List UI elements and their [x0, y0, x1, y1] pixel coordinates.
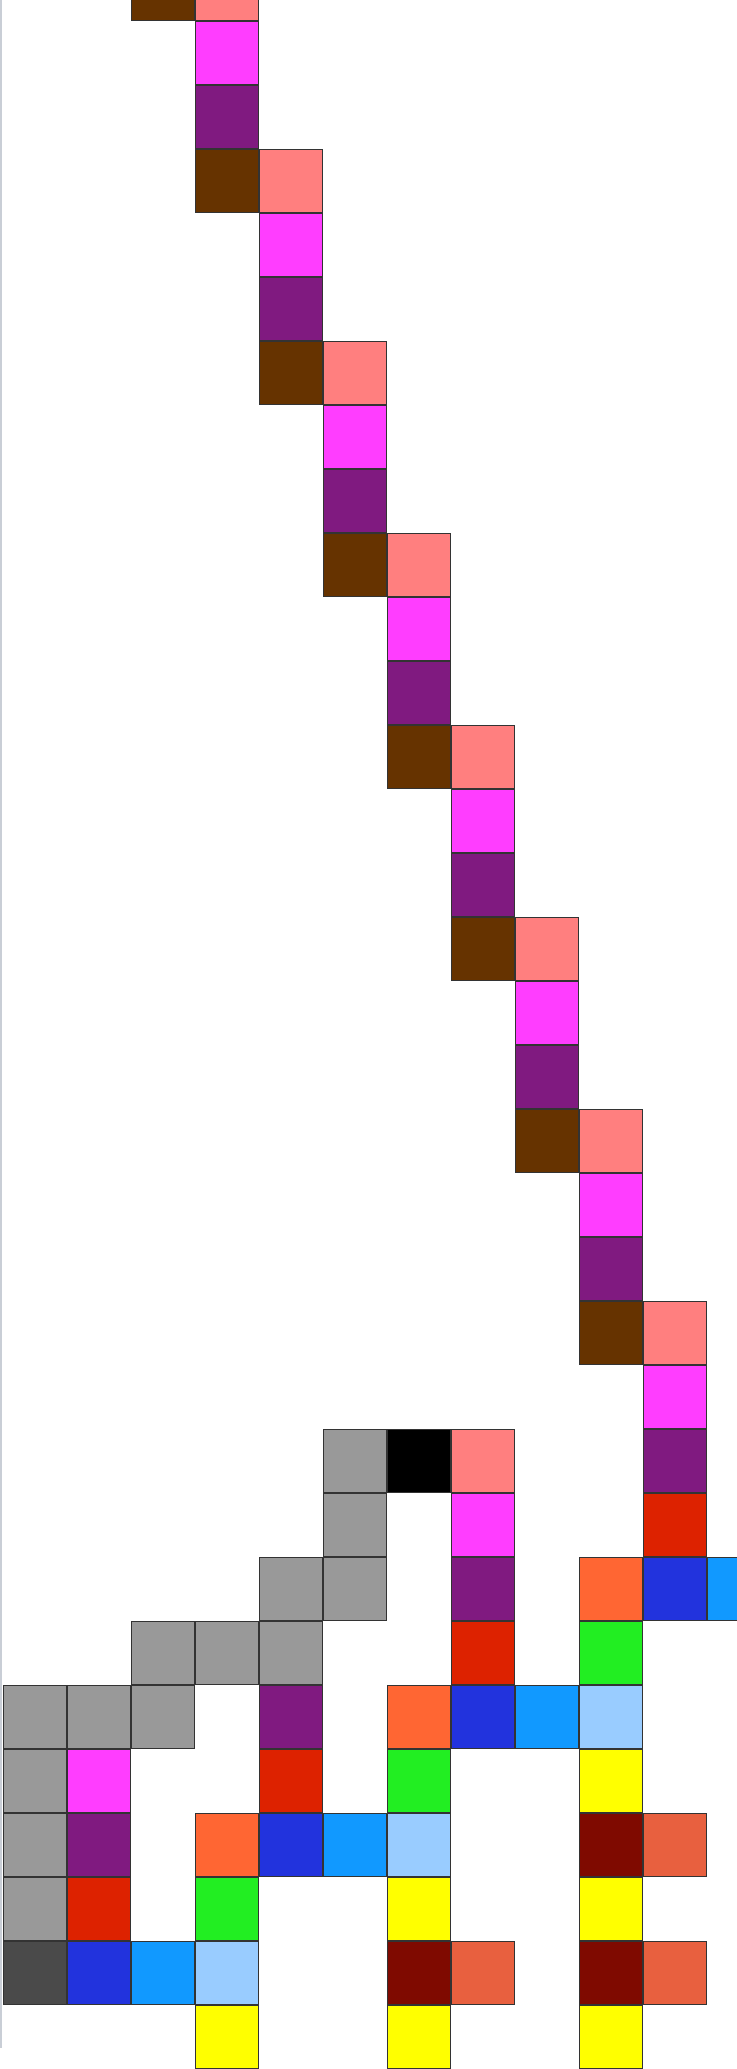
tile-magenta [259, 213, 323, 277]
tile-magenta [579, 1173, 643, 1237]
tile-gray [259, 1621, 323, 1685]
tile-brown [131, 0, 195, 21]
tile-skyblue [131, 1941, 195, 2005]
tile-brown [323, 533, 387, 597]
tile-gray [323, 1557, 387, 1621]
tile-red [643, 1493, 707, 1557]
tile-pink [451, 1429, 515, 1493]
tile-magenta [515, 981, 579, 1045]
tile-magenta [451, 789, 515, 853]
tile-red [259, 1749, 323, 1813]
tile-pink [259, 149, 323, 213]
tile-pink [643, 1301, 707, 1365]
tile-magenta [195, 21, 259, 85]
tile-green [387, 1749, 451, 1813]
tile-purple [259, 1685, 323, 1749]
tile-blue [259, 1813, 323, 1877]
tile-charcoal [3, 1941, 67, 2005]
tile-green [195, 1877, 259, 1941]
tile-black [387, 1429, 451, 1493]
tile-pink [387, 533, 451, 597]
tile-orange [579, 1557, 643, 1621]
tile-brown [579, 1301, 643, 1365]
tile-brown [387, 725, 451, 789]
tile-red [451, 1621, 515, 1685]
tile-maroon [579, 1941, 643, 2005]
tile-purple [259, 277, 323, 341]
tile-green [579, 1621, 643, 1685]
tile-purple [67, 1813, 131, 1877]
tile-salmon [451, 1941, 515, 2005]
tile-brown [451, 917, 515, 981]
tile-gray [3, 1685, 67, 1749]
tile-purple [195, 85, 259, 149]
tile-magenta [451, 1493, 515, 1557]
tile-magenta [323, 405, 387, 469]
tile-lightblue [195, 1941, 259, 2005]
tile-pink [323, 341, 387, 405]
tile-yellow [579, 1749, 643, 1813]
tile-blue [451, 1685, 515, 1749]
tile-purple [387, 661, 451, 725]
tile-purple [515, 1045, 579, 1109]
tile-gray [3, 1749, 67, 1813]
tile-brown [195, 149, 259, 213]
tile-magenta [387, 597, 451, 661]
tile-orange [387, 1685, 451, 1749]
board-left-edge [0, 0, 2, 2048]
tile-skyblue [323, 1813, 387, 1877]
tile-blue [643, 1557, 707, 1621]
tile-red [67, 1877, 131, 1941]
tile-yellow [579, 2005, 643, 2069]
tile-pink [579, 1109, 643, 1173]
tile-gray [3, 1877, 67, 1941]
tile-pink [515, 917, 579, 981]
tile-gray [323, 1493, 387, 1557]
tile-skyblue [515, 1685, 579, 1749]
tile-magenta [643, 1365, 707, 1429]
tile-purple [451, 1557, 515, 1621]
tile-gray [195, 1621, 259, 1685]
tile-blue [67, 1941, 131, 2005]
tile-pink [451, 725, 515, 789]
tile-purple [451, 853, 515, 917]
tile-magenta [67, 1749, 131, 1813]
tile-skyblue [707, 1557, 737, 1621]
tile-brown [515, 1109, 579, 1173]
tile-purple [323, 469, 387, 533]
tile-orange [195, 1813, 259, 1877]
tile-gray [259, 1557, 323, 1621]
tile-maroon [387, 1941, 451, 2005]
tile-lightblue [579, 1685, 643, 1749]
tile-brown [259, 341, 323, 405]
tile-maroon [579, 1813, 643, 1877]
tile-salmon [643, 1941, 707, 2005]
tile-yellow [387, 1877, 451, 1941]
tile-gray [323, 1429, 387, 1493]
tile-purple [643, 1429, 707, 1493]
tile-purple [579, 1237, 643, 1301]
tile-gray [3, 1813, 67, 1877]
tile-yellow [387, 2005, 451, 2069]
tile-yellow [195, 2005, 259, 2069]
tile-gray [67, 1685, 131, 1749]
tile-pink [195, 0, 259, 21]
tile-yellow [579, 1877, 643, 1941]
tile-lightblue [387, 1813, 451, 1877]
tile-gray [131, 1621, 195, 1685]
tile-gray [131, 1685, 195, 1749]
tile-salmon [643, 1813, 707, 1877]
